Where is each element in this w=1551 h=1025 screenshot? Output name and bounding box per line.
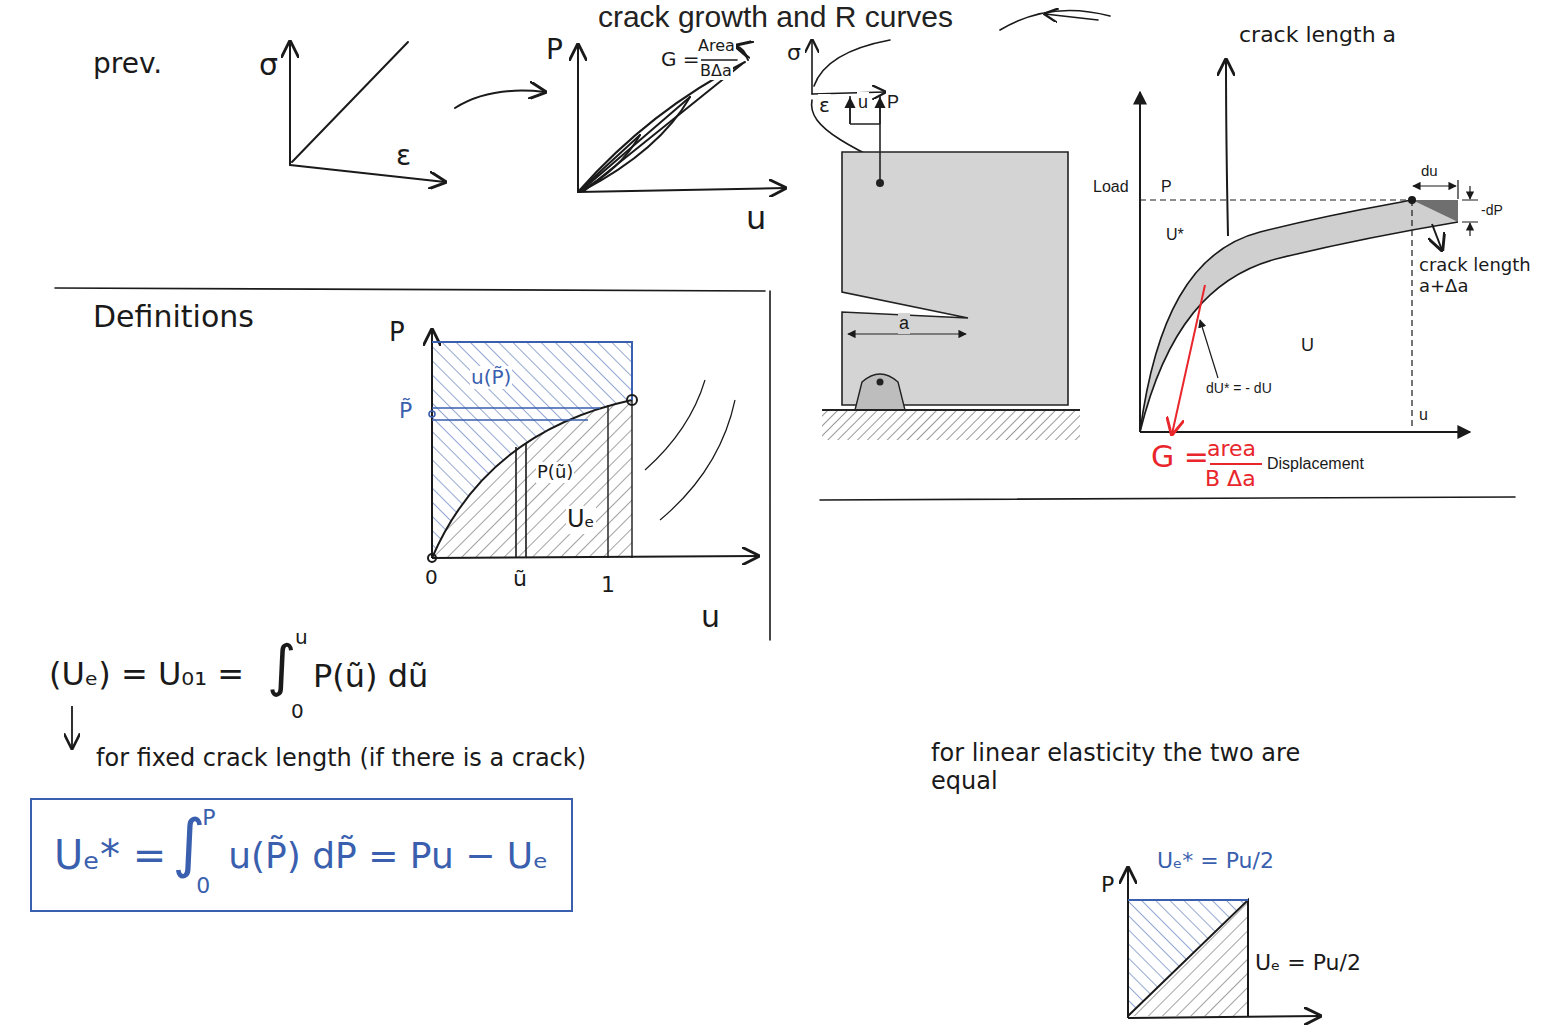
label-text: Uₑ = Pu/2 — [1254, 950, 1362, 975]
label-text: prev. — [92, 48, 163, 80]
integral-part: P — [202, 806, 215, 830]
label-text: 1 — [600, 572, 616, 597]
integral-part: ∫ — [172, 808, 205, 878]
label-text: P — [1100, 872, 1115, 897]
label-text: area — [1206, 436, 1257, 461]
label-text: crack length a — [1238, 22, 1397, 47]
label-text: P — [545, 34, 564, 66]
label-text: for linear elasticity the two are equal — [930, 740, 1352, 795]
label-text: ε — [818, 94, 831, 117]
label-text: -dP — [1480, 202, 1504, 218]
label-text: σ — [258, 48, 279, 83]
label-text: ε — [395, 140, 412, 172]
label-text: du — [1420, 162, 1439, 179]
label-text: Uₑ — [566, 506, 596, 534]
label-text: G = — [660, 48, 701, 71]
label-text: P(ũ) — [536, 462, 574, 483]
label-text: Definitions — [92, 300, 255, 335]
label-text: (Uₑ) = U₀₁ = — [48, 656, 245, 693]
label-text: P — [388, 318, 406, 348]
label-text: Displacement — [1266, 455, 1365, 473]
label-text: ∫ — [266, 634, 297, 698]
label-text: σ — [786, 40, 802, 65]
formula-text: u(P̃) dP̃ = Pu − Uₑ — [228, 835, 548, 876]
label-text: P(ũ) dũ — [312, 658, 429, 695]
label-text: Uₑ* = Pu/2 — [1156, 848, 1275, 873]
label-text: ũ — [512, 566, 528, 591]
integral-group: ∫P0 — [172, 812, 222, 898]
formula-text: Uₑ* = — [54, 832, 166, 878]
label-text: u — [294, 626, 309, 649]
label-text: crack length a+Δa — [1418, 255, 1550, 296]
formula-box: Uₑ* =∫P0u(P̃) dP̃ = Pu − Uₑ — [30, 798, 573, 912]
label-text: Load — [1092, 178, 1130, 196]
label-text: P — [1160, 178, 1173, 196]
label-text: B Δa — [1204, 466, 1257, 491]
label-text: BΔa — [699, 62, 733, 80]
label-text: 0 — [424, 566, 439, 589]
label-text: dU* = - dU — [1205, 380, 1273, 396]
label-text: 0 — [290, 700, 305, 723]
label-text: u — [857, 92, 869, 113]
label-text: for fixed crack length (if there is a cr… — [95, 745, 587, 773]
label-text: P̃ — [398, 398, 413, 423]
label-text: U — [1300, 335, 1315, 356]
label-text: a — [898, 313, 910, 334]
label-text: u — [1418, 406, 1429, 424]
integral-part: 0 — [196, 874, 210, 898]
label-text: u — [745, 200, 767, 237]
label-text: P — [886, 92, 900, 113]
label-text: u — [700, 600, 721, 635]
label-text: u(P̃) — [470, 366, 512, 389]
label-text: Area — [697, 37, 736, 55]
label-text: G = — [1150, 440, 1210, 475]
label-text: U* — [1165, 226, 1185, 244]
